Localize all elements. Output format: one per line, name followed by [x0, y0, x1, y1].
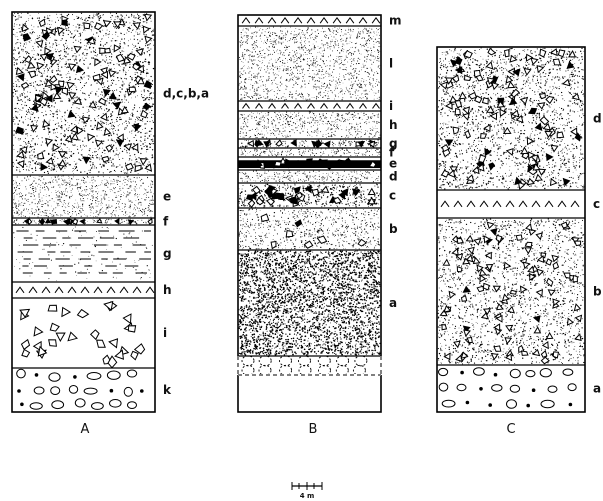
column-caption-a: A [81, 422, 90, 437]
layer-label: l [389, 57, 393, 71]
scale-bar-label: 4 m [300, 492, 315, 500]
layer-label: c [389, 189, 396, 203]
layer-label: b [389, 222, 398, 236]
layer-label: e [389, 157, 397, 171]
layer-label: k [163, 383, 172, 397]
layer-label: c [593, 197, 600, 211]
layer-label: f [163, 215, 169, 229]
column-c: d c b a C [437, 47, 602, 437]
layer-label: d,c,b,a [163, 87, 209, 101]
column-caption-c: C [506, 422, 515, 437]
layer-label: h [163, 283, 172, 297]
layer-label: d [593, 112, 602, 126]
layer-label: a [593, 382, 601, 396]
layer-label: m [389, 14, 402, 28]
layer-label: i [389, 99, 393, 113]
layer-label: a [389, 296, 397, 310]
layer-label: b [593, 285, 602, 299]
column-a: d,c,b,a ef g h i k A [12, 12, 209, 437]
layer-label: g [163, 247, 172, 261]
layer-label: d [389, 170, 398, 184]
layer-label: e [163, 190, 171, 204]
scale-bar: 4 m [292, 482, 322, 500]
column-caption-b: B [309, 422, 318, 437]
layer-label: i [163, 326, 167, 340]
layer-label: h [389, 118, 398, 132]
